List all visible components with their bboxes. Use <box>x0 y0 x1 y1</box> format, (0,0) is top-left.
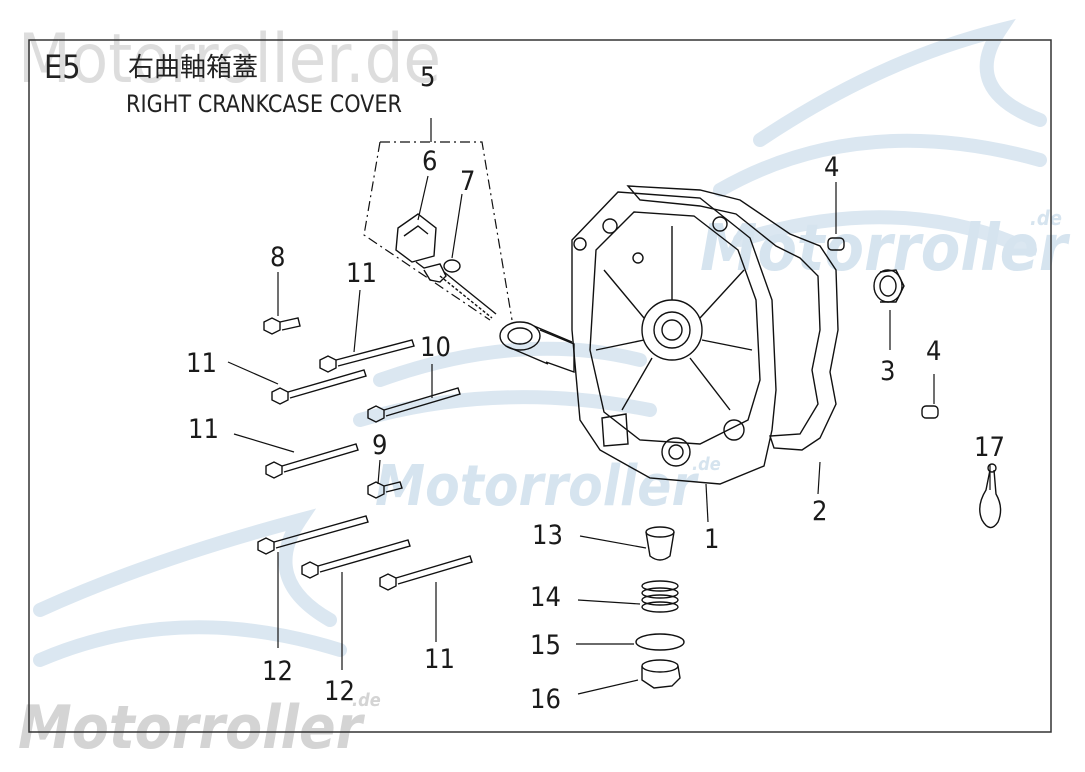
part-3-oil-seal <box>873 269 905 303</box>
callout-8: 8 <box>270 242 285 273</box>
part-14-spring <box>641 580 679 613</box>
callout-17: 17 <box>974 432 1005 463</box>
part-17-clip <box>979 463 1002 529</box>
part-1-crankcase-cover <box>499 191 777 485</box>
callout-12b: 12 <box>324 676 355 707</box>
callout-15: 15 <box>530 630 561 661</box>
part-7-probe <box>439 259 497 319</box>
watermark-right-suffix: .de <box>1030 206 1062 230</box>
callout-11c: 11 <box>188 414 219 445</box>
callout-11a: 11 <box>346 258 377 289</box>
diagram-title-cn: 右曲軸箱蓋 <box>128 53 258 83</box>
callout-11b: 11 <box>186 348 217 379</box>
callout-labels: 1 2 3 4 4 5 6 7 8 9 10 11 11 11 11 12 12… <box>186 62 1005 715</box>
callout-12a: 12 <box>262 656 293 687</box>
part-4-dowels <box>827 237 939 419</box>
part-16-drain-plug <box>641 659 681 689</box>
part-15-o-ring <box>635 633 685 651</box>
bolts-long <box>257 339 473 591</box>
diagram-code: E5 <box>44 48 81 86</box>
leader-lines <box>227 175 991 695</box>
watermark-center-suffix: .de <box>692 454 721 475</box>
watermark-header: Motorroller.de <box>18 20 441 99</box>
callout-6: 6 <box>422 146 437 177</box>
callout-14: 14 <box>530 582 561 613</box>
callout-9: 9 <box>372 430 387 461</box>
watermark-center: Motorroller <box>375 454 699 519</box>
callout-4b: 4 <box>926 336 941 367</box>
callout-4a: 4 <box>824 152 839 183</box>
watermark-bottom: Motorroller <box>18 693 366 763</box>
callout-2: 2 <box>812 496 827 527</box>
callout-5: 5 <box>420 62 435 93</box>
callout-7: 7 <box>460 166 475 197</box>
callout-1: 1 <box>704 524 719 555</box>
callout-10: 10 <box>420 332 451 363</box>
callout-11d: 11 <box>424 644 455 675</box>
part-2-gasket <box>626 185 839 451</box>
watermark-bottom-suffix: .de <box>352 690 381 711</box>
part-8-bolt <box>263 317 301 335</box>
part-9-bolt <box>367 481 403 499</box>
part-13-cap <box>645 526 675 561</box>
part-6-sensor <box>395 213 447 283</box>
watermark-right: Motorroller <box>700 212 1071 286</box>
callout-16: 16 <box>530 684 561 715</box>
diagram-frame <box>28 39 1052 733</box>
diagram-title-en: RIGHT CRANKCASE COVER <box>126 90 402 118</box>
callout-13: 13 <box>532 520 563 551</box>
callout-3: 3 <box>880 356 895 387</box>
group-5-bracket <box>363 141 513 321</box>
